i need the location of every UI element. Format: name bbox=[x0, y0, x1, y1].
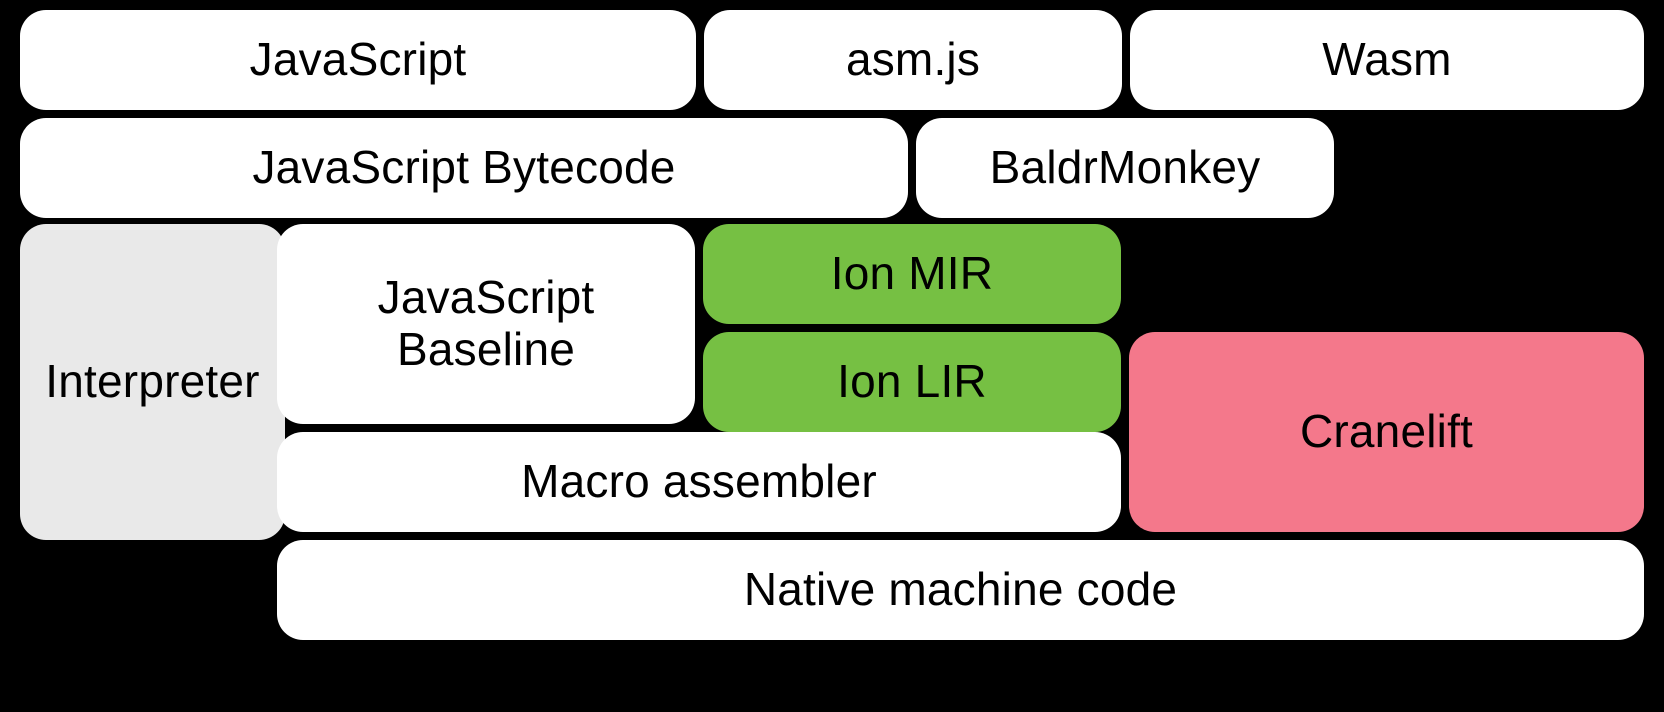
node-macro-assembler: Macro assembler bbox=[277, 432, 1121, 532]
node-asmjs: asm.js bbox=[704, 10, 1122, 110]
node-cranelift: Cranelift bbox=[1129, 332, 1644, 532]
node-js-baseline: JavaScript Baseline bbox=[277, 224, 695, 424]
node-ion-lir: Ion LIR bbox=[703, 332, 1121, 432]
node-ion-mir: Ion MIR bbox=[703, 224, 1121, 324]
node-interpreter: Interpreter bbox=[20, 224, 285, 540]
node-wasm: Wasm bbox=[1130, 10, 1644, 110]
node-baldrmonkey: BaldrMonkey bbox=[916, 118, 1334, 218]
node-native-machine-code: Native machine code bbox=[277, 540, 1644, 640]
node-js-bytecode: JavaScript Bytecode bbox=[20, 118, 908, 218]
node-javascript: JavaScript bbox=[20, 10, 696, 110]
